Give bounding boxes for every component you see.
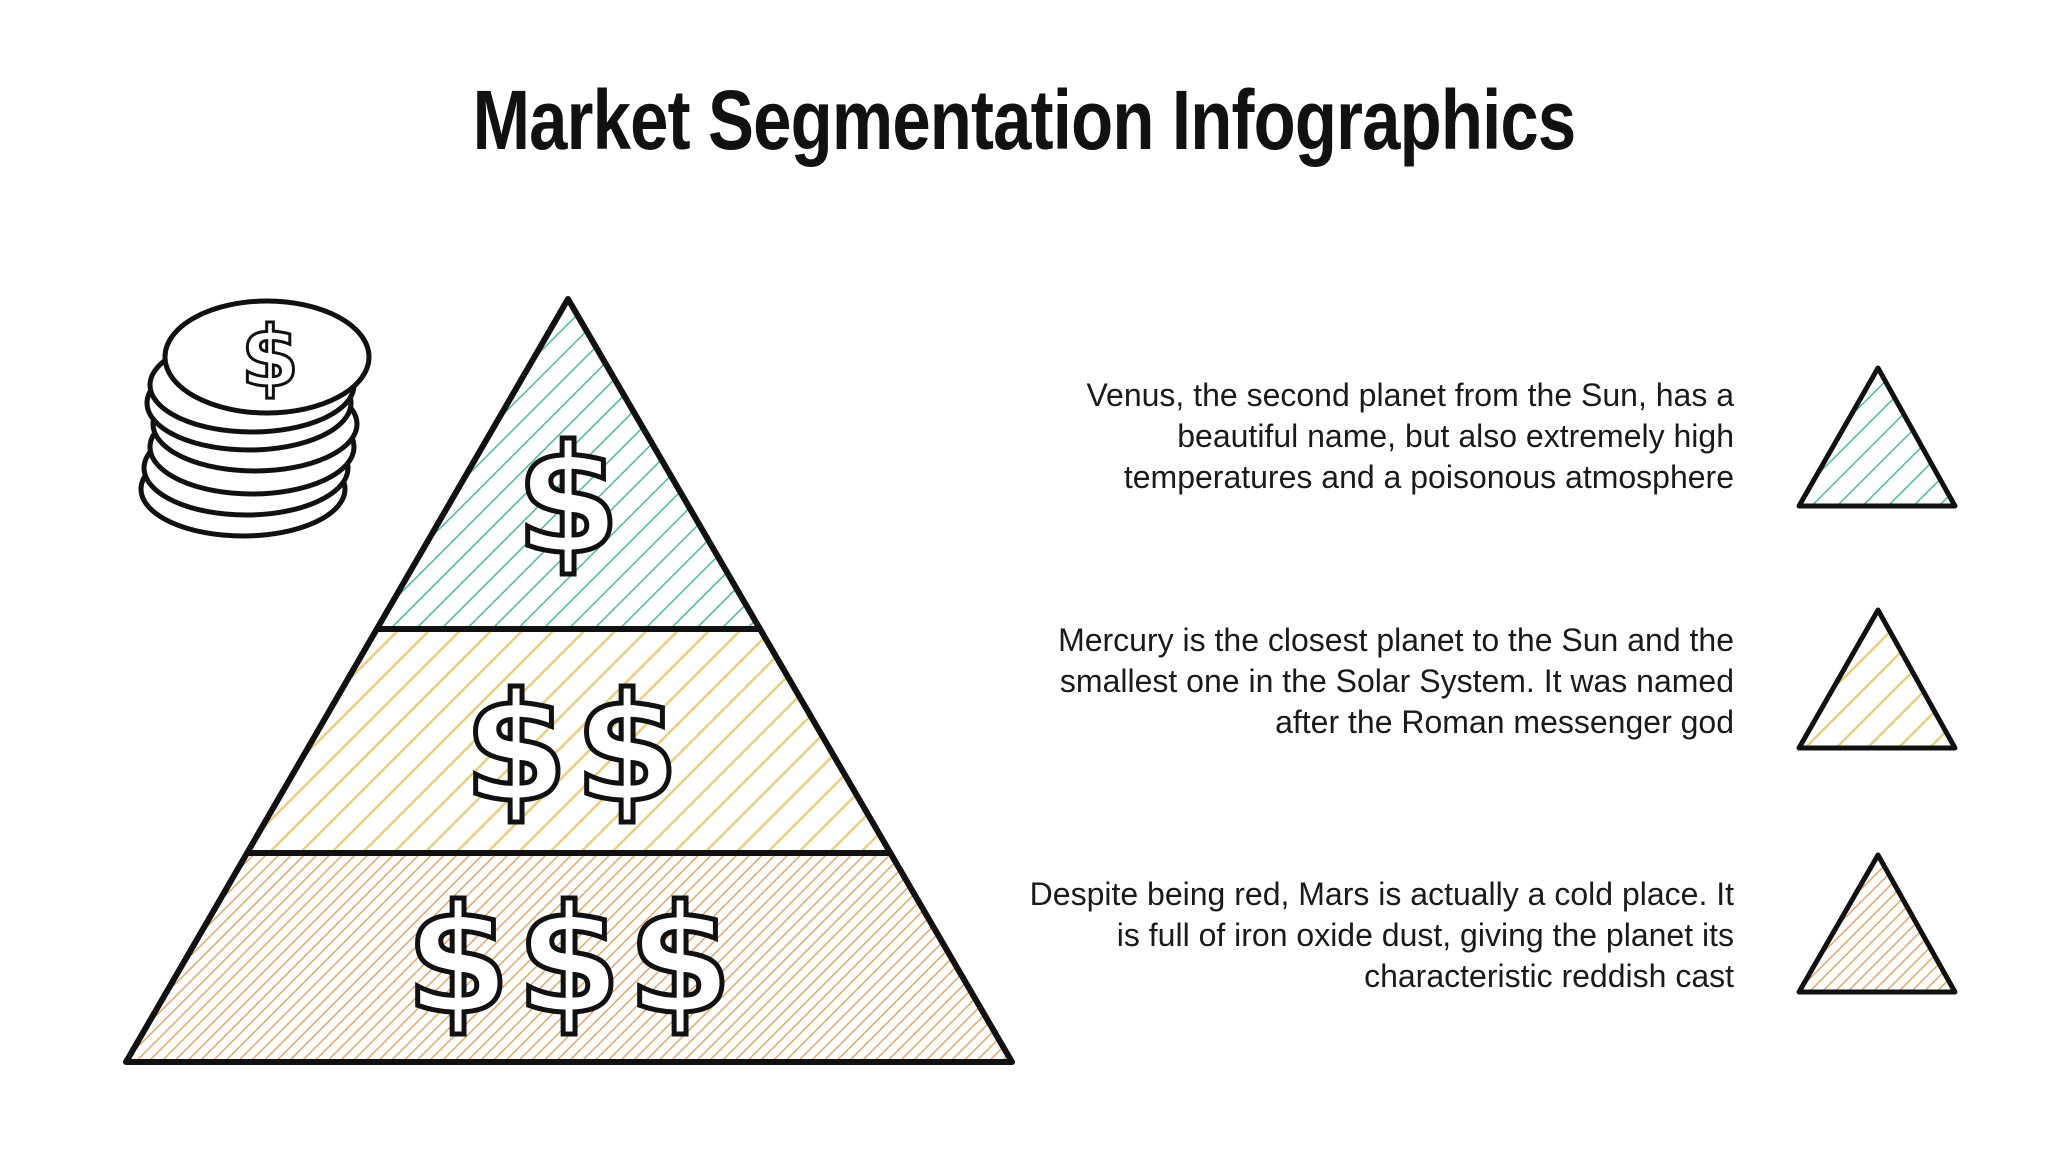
- pyramid-level-top: [378, 299, 759, 629]
- page-title: Market Segmentation Infographics: [472, 73, 1577, 167]
- orange-triangle-icon: [1796, 852, 1958, 995]
- yellow-triangle-icon: [1796, 607, 1958, 751]
- dollar-sign-icon: $: [517, 874, 621, 1048]
- dollar-sign-icon: $: [516, 414, 620, 588]
- segment-description-3: Despite being red, Mars is actually a co…: [1029, 876, 1734, 994]
- svg-text:$: $: [241, 308, 299, 406]
- pyramid-level-bottom: [126, 853, 1012, 1062]
- dollar-sign-icon: $: [464, 662, 568, 836]
- pyramid-level-middle: [248, 629, 889, 853]
- teal-triangle-icon: [1796, 365, 1958, 509]
- segment-description-2: Mercury is the closest planet to the Sun…: [1058, 622, 1734, 740]
- dollar-sign-icon: $: [628, 874, 732, 1048]
- pyramid-outline: [123, 296, 1015, 1065]
- dollar-sign-icon: $: [575, 662, 679, 836]
- stack-of-coins-icon: $: [138, 298, 372, 539]
- dollar-sign-icon: $: [406, 874, 510, 1048]
- segment-description-1: Venus, the second planet from the Sun, h…: [1086, 377, 1734, 495]
